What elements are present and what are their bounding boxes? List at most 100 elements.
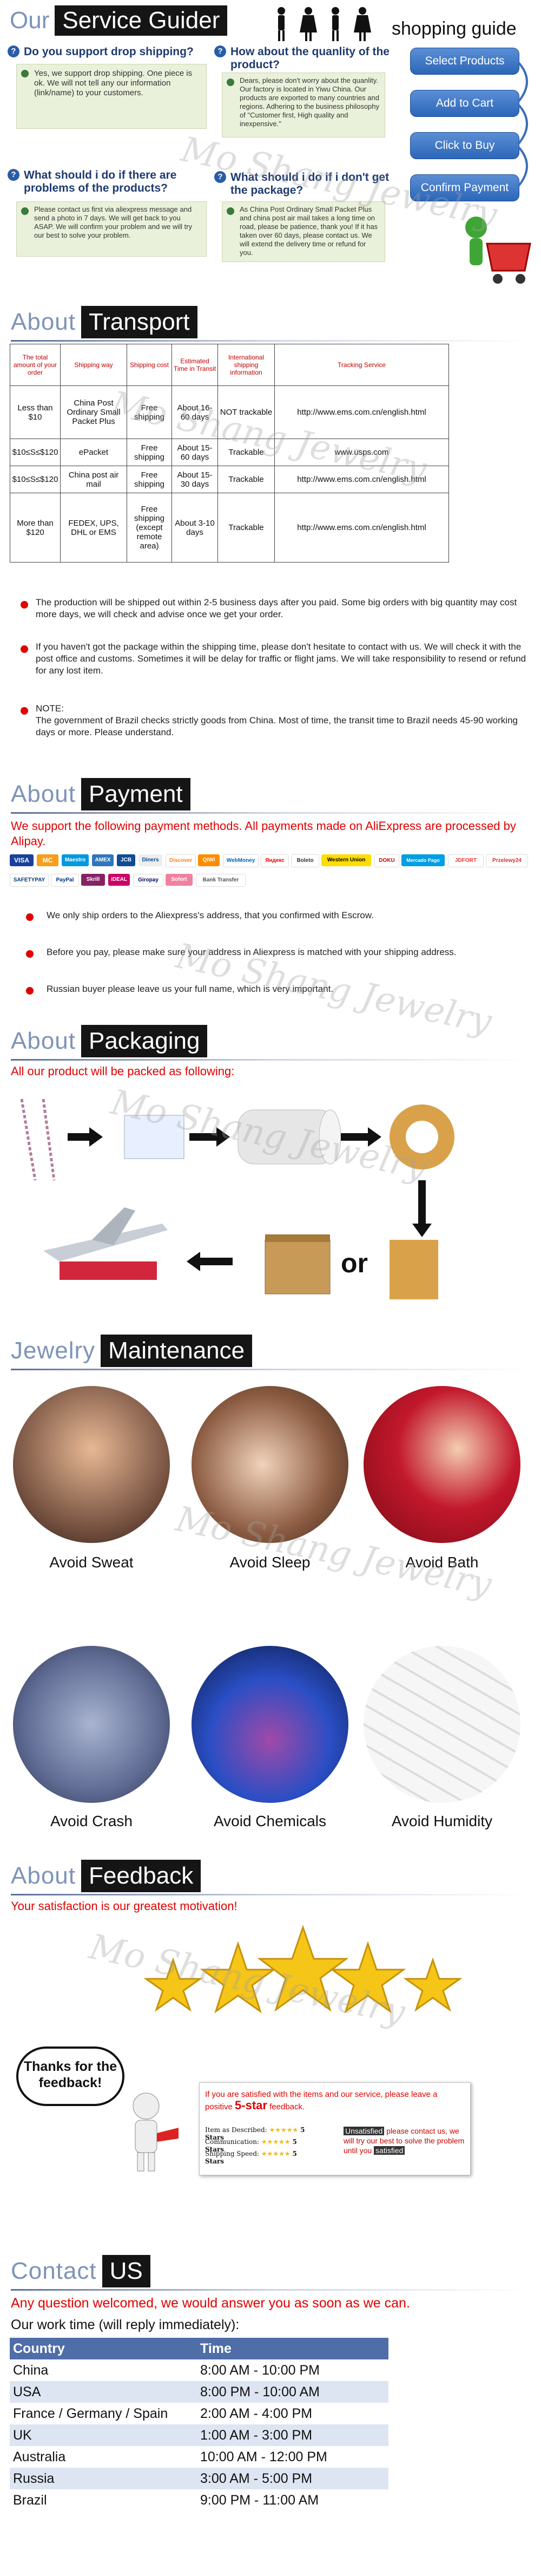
table-row: Russia 3:00 AM - 5:00 PM xyxy=(10,2468,388,2489)
people-icon xyxy=(278,7,371,41)
payment-logos-row-1: VISA MC Maestro AMEX JCB Diners Discover… xyxy=(10,854,535,871)
satisfied-prefix: If you are satisfied with the items and … xyxy=(205,2090,438,2111)
maestro-logo: Maestro xyxy=(62,854,89,866)
time-cell: 1:00 AM - 3:00 PM xyxy=(200,2428,313,2443)
humidity-image xyxy=(364,1646,520,1803)
faq-question-3: What should i do if there are problems o… xyxy=(24,169,177,194)
table-cell: Free shipping (except remote area) xyxy=(127,493,172,563)
yandex-logo: Яндекс xyxy=(261,854,289,867)
table-cell-link[interactable]: http://www.ems.com.cn/english.html xyxy=(274,493,449,563)
country-cell: Australia xyxy=(13,2449,66,2464)
payment-intro: We support the following payment methods… xyxy=(11,819,516,848)
table-cell-link[interactable]: http://www.ems.com.cn/english.html xyxy=(274,466,449,493)
table-cell: About 15-30 days xyxy=(171,466,218,493)
table-row: Less than $10 China Post Ordinary Small … xyxy=(10,385,449,439)
col-header: International shipping information xyxy=(217,344,275,386)
star-icon xyxy=(403,1957,463,2012)
country-cell: USA xyxy=(13,2384,41,2400)
time-cell: 8:00 PM - 10:00 AM xyxy=(200,2384,320,2400)
heading-word-2: Feedback xyxy=(81,1860,201,1892)
rating-label: Communication: xyxy=(205,2138,259,2146)
col-header: Shipping cost xyxy=(127,344,172,386)
crash-image xyxy=(13,1646,170,1803)
feedback-card: If you are satisfied with the items and … xyxy=(199,2082,471,2175)
satisfied-suffix: feedback. xyxy=(269,2102,305,2111)
table-cell: $10≤S≤$120 xyxy=(10,439,61,466)
table-row: Australia 10:00 AM - 12:00 PM xyxy=(10,2446,388,2468)
shopping-guide-title: shopping guide xyxy=(392,18,517,39)
table-cell: China post air mail xyxy=(60,466,127,493)
table-cell: FEDEX, UPS, DHL or EMS xyxy=(60,493,127,563)
arrow-icon xyxy=(412,1224,432,1237)
przelewy24-logo: Przelewy24 xyxy=(486,854,528,867)
rating-value: 5 Stars xyxy=(205,2150,297,2165)
contact-heading: Contact US xyxy=(11,2252,150,2290)
star-icon xyxy=(257,1925,349,2012)
feedback-tagline: Your satisfaction is our greatest motiva… xyxy=(11,1899,237,1913)
time-cell: 8:00 AM - 10:00 PM xyxy=(200,2363,320,2378)
maintenance-caption: Avoid Humidity xyxy=(391,1813,493,1829)
jewelry-image xyxy=(20,1099,56,1181)
arrow-icon xyxy=(368,1127,381,1147)
step-confirm-payment[interactable]: Confirm Payment xyxy=(410,174,519,201)
country-cell: UK xyxy=(13,2428,32,2443)
maintenance-caption: Avoid Sweat xyxy=(49,1554,134,1571)
faq-question-4: What should i do if i don't get the pack… xyxy=(230,171,390,197)
faq-answer-3: Please contact us first via aliexpress m… xyxy=(34,205,193,239)
bullet-dot xyxy=(26,913,34,921)
table-cell: Less than $10 xyxy=(10,385,61,439)
service-guide-heading: Our Service Guider xyxy=(10,4,228,37)
bullet-dot xyxy=(26,950,34,958)
payment-logos-row-2: SAFETYPAY PayPal Skrill iDEAL Giropay So… xyxy=(10,874,388,890)
transport-note-1: The production will be shipped out withi… xyxy=(36,597,517,619)
bath-image xyxy=(364,1386,520,1543)
rating-label: Item as Described: xyxy=(205,2126,267,2134)
table-cell: Trackable xyxy=(217,439,275,466)
star-icon xyxy=(200,1941,276,2013)
star-icon xyxy=(329,1941,406,2013)
faq-answer-4: As China Post Ordinary Small Packet Plus… xyxy=(240,205,378,257)
table-cell: About 16-60 days xyxy=(171,385,218,439)
transport-table: The total amount of your order Shipping … xyxy=(10,344,449,563)
col-header: Tracking Service xyxy=(274,344,449,386)
table-cell: Trackable xyxy=(217,466,275,493)
faq-answer-box-3: Please contact us first via aliexpress m… xyxy=(16,201,207,257)
heading-word-1: About xyxy=(11,1862,76,1889)
maintenance-caption: Avoid Sleep xyxy=(229,1554,311,1571)
bank-transfer-logo: Bank Transfer xyxy=(196,874,246,887)
note-label: NOTE: xyxy=(36,703,64,714)
bullet-dot xyxy=(21,601,28,609)
step-click-to-buy[interactable]: Click to Buy xyxy=(410,132,519,159)
ideal-logo: iDEAL xyxy=(108,874,130,886)
unsatisfied-text: Unsatisfied please contact us, we will t… xyxy=(344,2126,466,2155)
mastercard-logo: MC xyxy=(37,854,58,866)
heading-word-2: Transport xyxy=(81,306,197,338)
heading-word-1: Jewelry xyxy=(11,1337,96,1364)
heading-word-2: Packaging xyxy=(81,1025,208,1057)
ziplock-bag-image xyxy=(124,1115,184,1159)
step-add-to-cart[interactable]: Add to Cart xyxy=(410,90,519,117)
jcb-logo: JCB xyxy=(117,854,135,866)
heading-word-1: Contact xyxy=(11,2258,97,2284)
figure-thumbs-up-icon xyxy=(133,2093,179,2172)
visa-logo: VISA xyxy=(10,854,34,866)
step-select-products[interactable]: Select Products xyxy=(410,48,519,75)
country-cell: France / Germany / Spain xyxy=(13,2406,168,2421)
col-header: Estimated Time in Transit xyxy=(171,344,218,386)
flow-arrows-icon xyxy=(517,61,528,187)
faq-answer-box-2: Dears, please don't worry about the quan… xyxy=(222,73,385,138)
table-cell: More than $120 xyxy=(10,493,61,563)
table-cell-link[interactable]: http://www.ems.com.cn/english.html xyxy=(274,385,449,439)
bullet-dot xyxy=(21,707,28,715)
table-cell: NOT trackable xyxy=(217,385,275,439)
unsatisfied-highlight: Unsatisfied xyxy=(344,2127,385,2135)
rating-row: Item as Described: ★★★★★ 5 Stars xyxy=(205,2126,305,2141)
table-header-row: Country Time xyxy=(10,2338,388,2359)
padded-envelope-image xyxy=(390,1240,438,1299)
table-row: USA 8:00 PM - 10:00 AM xyxy=(10,2381,388,2403)
faq-answer-2: Dears, please don't worry about the quan… xyxy=(240,76,380,128)
arrow-icon xyxy=(187,1252,200,1271)
or-label: or xyxy=(341,1248,368,1278)
answer-bullet-icon xyxy=(21,207,29,215)
country-cell: Russia xyxy=(13,2471,55,2486)
